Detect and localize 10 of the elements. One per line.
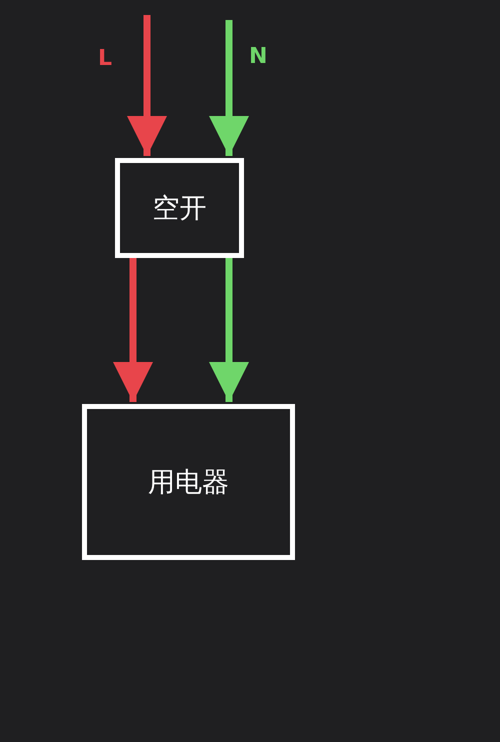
component-box	[82, 404, 295, 560]
edge-label: N	[249, 44, 268, 69]
component-box	[115, 158, 244, 258]
arrow	[127, 15, 167, 156]
box-label: 用电器	[148, 466, 229, 500]
arrow	[209, 258, 249, 402]
box-label: 空开	[152, 192, 206, 226]
arrow	[209, 20, 249, 156]
edge-label: L	[98, 46, 112, 71]
arrow	[113, 258, 153, 402]
